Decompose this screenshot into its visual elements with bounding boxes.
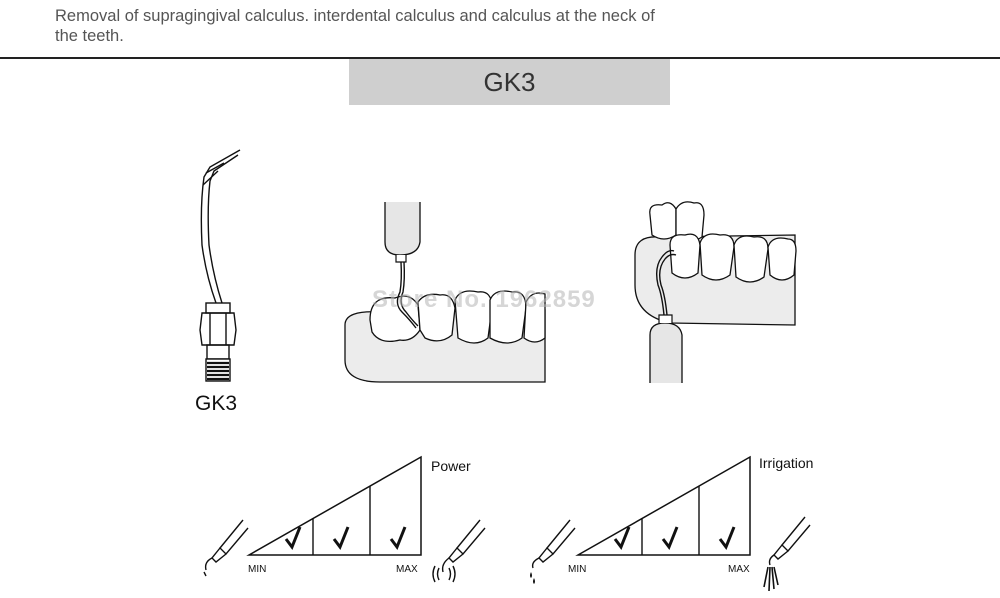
irrigation-triangle-chart [575,455,751,556]
header-divider [0,57,1000,59]
handpiece-spray-icon [763,516,811,592]
checkmark-icon [661,526,679,551]
scaler-tip-icon [199,149,241,382]
checkmark-icon [332,526,350,551]
power-max-label: MAX [396,564,418,575]
tip-title: GK3 [483,66,536,97]
checkmark-icon [284,526,302,551]
teeth-scaling-back-illustration [634,201,797,383]
power-title: Power [431,458,471,474]
checkmark-icon [613,526,631,551]
handpiece-vibration-icon [432,519,486,583]
tip-title-banner: GK3 [349,59,670,105]
teeth-scaling-front-illustration [344,202,546,383]
watermark: Store No. 1962859 [372,286,596,313]
power-triangle-chart [246,455,422,556]
checkmark-icon [389,526,407,551]
irrigation-title: Irrigation [759,455,814,471]
handpiece-dry-icon [203,519,249,577]
description-text: Removal of supragingival calculus. inter… [55,7,655,45]
irrigation-min-label: MIN [568,564,587,575]
tip-label: GK3 [195,392,238,415]
handpiece-drip-icon [530,519,576,584]
irrigation-max-label: MAX [728,564,750,575]
checkmark-icon [718,526,736,551]
power-min-label: MIN [248,564,267,575]
